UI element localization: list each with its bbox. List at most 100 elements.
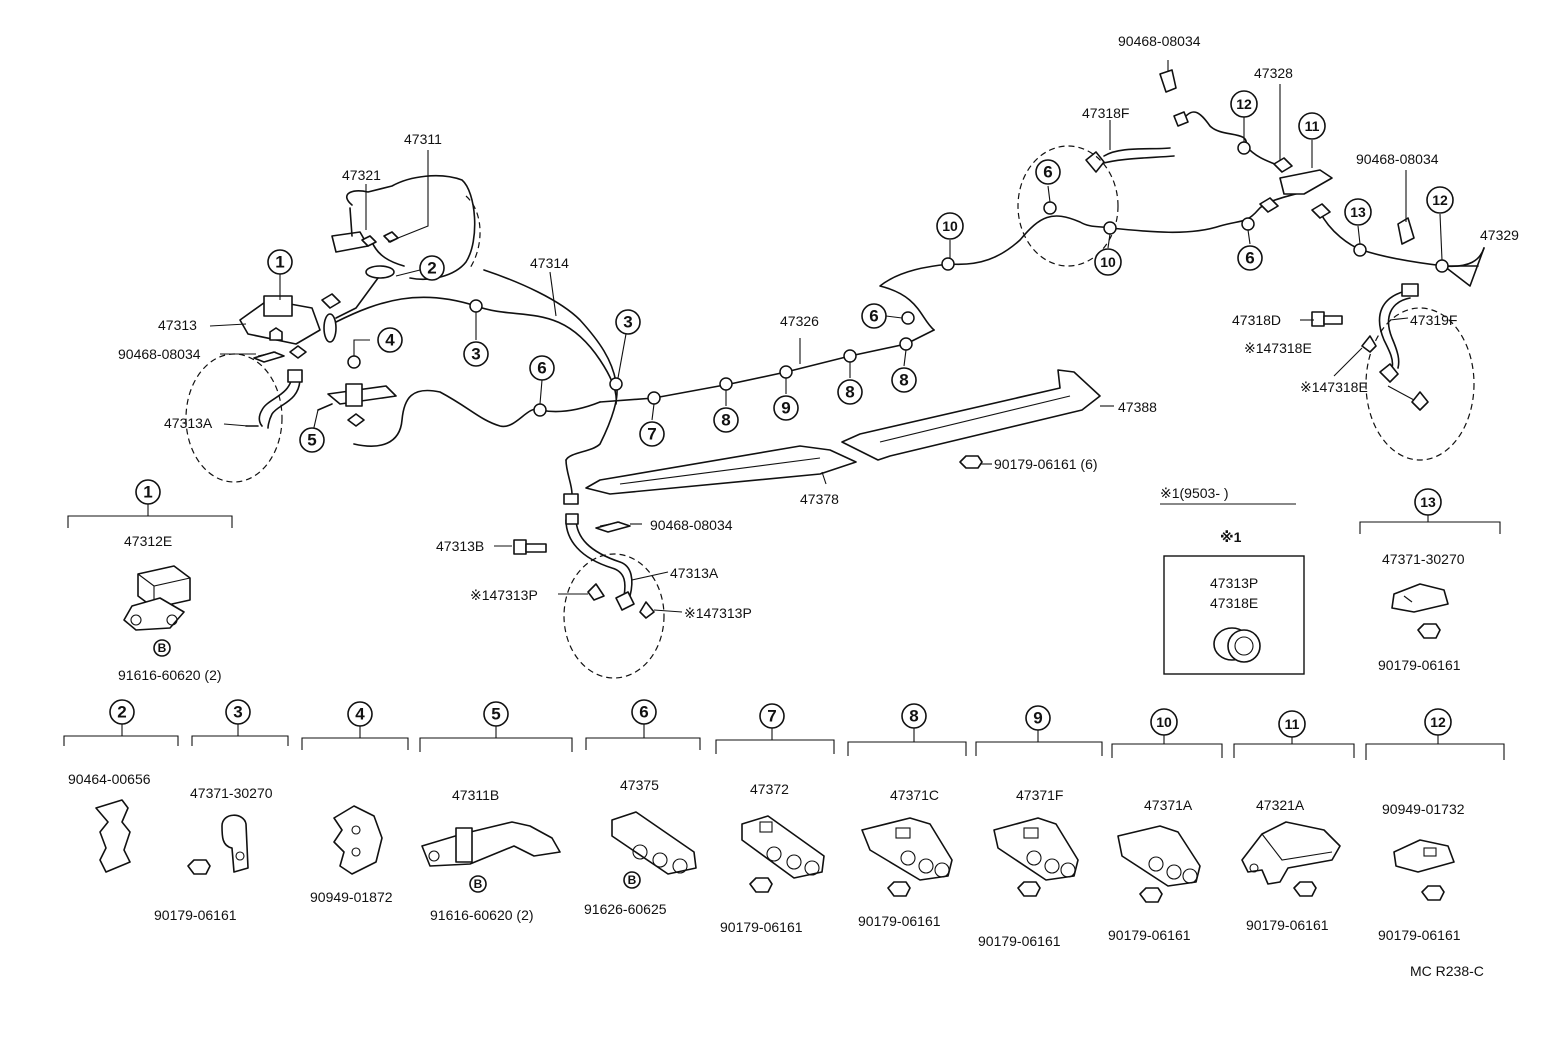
svg-text:5: 5 <box>307 431 316 450</box>
detail-6: 6 47375 B 91626-60625 <box>584 699 701 917</box>
svg-text:6: 6 <box>537 359 546 378</box>
detail-11-bottom: 90179-06161 <box>1246 917 1329 933</box>
callout-4: 4 <box>377 327 403 353</box>
detail-5-bottom: 91616-60620 (2) <box>430 907 534 923</box>
svg-text:1: 1 <box>143 483 152 502</box>
svg-text:10: 10 <box>1156 714 1172 730</box>
callout-5: 5 <box>299 427 325 453</box>
svg-text:8: 8 <box>721 411 730 430</box>
label-47378: 47378 <box>800 491 839 507</box>
detail-13-top: 47371-30270 <box>1382 551 1465 567</box>
svg-text:2: 2 <box>427 259 436 278</box>
label-47311: 47311 <box>404 131 442 147</box>
callout-12-a: 12 <box>1230 90 1258 118</box>
diagram-reference-code: MC R238-C <box>1410 963 1484 979</box>
rear-right-flex-hose <box>1361 283 1475 461</box>
main-assembly <box>185 69 1485 679</box>
label-90179-6: 90179-06161 (6) <box>994 456 1098 472</box>
detail-3-bottom: 90179-06161 <box>154 907 237 923</box>
detail-10-top: 47371A <box>1144 797 1193 813</box>
callout-6-b: 6 <box>861 303 887 329</box>
detail-7: 7 47372 90179-06161 <box>715 703 835 935</box>
label-47318E-a: ※147318E <box>1244 340 1312 356</box>
note-section: ※1(9503- ) ※1 47313P 47318E <box>1160 485 1305 675</box>
master-cylinder <box>331 174 481 319</box>
label-47313P-left: ※147313P <box>470 587 538 603</box>
label-47313A-left: 47313A <box>164 415 213 431</box>
callout-6-d: 6 <box>1237 245 1263 271</box>
callout-3-a: 3 <box>463 341 489 367</box>
svg-text:11: 11 <box>1305 118 1320 134</box>
svg-text:13: 13 <box>1350 204 1366 220</box>
svg-text:8: 8 <box>909 707 918 726</box>
svg-text:4: 4 <box>355 705 365 724</box>
detail-10-bottom: 90179-06161 <box>1108 927 1191 943</box>
callout-13-a: 13 <box>1344 198 1372 226</box>
label-90468-left: 90468-08034 <box>118 346 201 362</box>
svg-text:2: 2 <box>117 703 126 722</box>
detail-1-bottom: 91616-60620 (2) <box>118 667 222 683</box>
detail-12: 12 90949-01732 90179-06161 <box>1365 708 1505 943</box>
svg-text:10: 10 <box>1100 254 1116 270</box>
svg-text:7: 7 <box>767 707 776 726</box>
label-90468-center: 90468-08034 <box>650 517 733 533</box>
svg-text:5: 5 <box>491 705 500 724</box>
callouts: 1 2 4 5 3 3 6 7 8 9 8 8 6 10 6 10 6 12 1… <box>267 90 1454 453</box>
detail-8-bottom: 90179-06161 <box>858 913 941 929</box>
detail-4: 4 90949-01872 <box>301 701 409 905</box>
label-47313: 47313 <box>158 317 197 333</box>
clip-90468-right <box>1397 217 1415 245</box>
svg-text:3: 3 <box>623 313 632 332</box>
svg-text:12: 12 <box>1430 714 1446 730</box>
leader-lines <box>209 60 1443 613</box>
callout-9: 9 <box>773 395 799 421</box>
svg-text:B: B <box>628 873 637 887</box>
svg-text:7: 7 <box>647 425 656 444</box>
callout-8-a: 8 <box>713 407 739 433</box>
callout-11-a: 11 <box>1298 112 1326 140</box>
svg-text:12: 12 <box>1432 192 1448 208</box>
label-90468-right: 90468-08034 <box>1356 151 1439 167</box>
svg-text:B: B <box>158 641 167 655</box>
label-47313B: 47313B <box>436 538 484 554</box>
detail-9: 9 47371F 90179-06161 <box>975 705 1103 949</box>
svg-text:4: 4 <box>385 331 395 350</box>
svg-text:6: 6 <box>1245 249 1254 268</box>
label-47318E-b: ※147318E <box>1300 379 1368 395</box>
detail-4-bottom: 90949-01872 <box>310 889 393 905</box>
detail-11-top: 47321A <box>1256 797 1305 813</box>
plate-47378 <box>585 445 857 495</box>
note-line2: 47318E <box>1210 595 1258 611</box>
rear-center-hose <box>563 459 665 679</box>
svg-text:6: 6 <box>1043 163 1052 182</box>
clip-90468-center <box>595 521 631 533</box>
note-header: ※1(9503- ) <box>1160 485 1229 501</box>
callout-8-b: 8 <box>837 379 863 405</box>
detail-2-top: 90464-00656 <box>68 771 151 787</box>
part-labels: 47311 47321 47314 47313 90468-08034 4731… <box>118 33 1519 621</box>
detail-8: 8 47371C 90179-06161 <box>847 703 967 929</box>
label-47321: 47321 <box>342 167 381 183</box>
detail-11: 11 47321A 90179-06161 <box>1233 710 1355 933</box>
grommet-90179 <box>959 455 983 469</box>
plate-47388 <box>841 369 1101 461</box>
bolt-47318D <box>1311 311 1343 327</box>
callout-6-a: 6 <box>529 355 555 381</box>
svg-text:B: B <box>474 877 483 891</box>
svg-text:3: 3 <box>471 345 480 364</box>
detail-5-top: 47311B <box>452 787 499 803</box>
label-47329: 47329 <box>1480 227 1519 243</box>
label-47313A-center: 47313A <box>670 565 719 581</box>
svg-text:8: 8 <box>899 371 908 390</box>
label-90468-top: 90468-08034 <box>1118 33 1201 49</box>
label-47314: 47314 <box>530 255 569 271</box>
detail-9-bottom: 90179-06161 <box>978 933 1061 949</box>
svg-text:6: 6 <box>639 703 648 722</box>
label-47313P-right: ※147313P <box>684 605 752 621</box>
detail-1-top: 47312E <box>124 533 172 549</box>
double-ring-clip <box>1213 627 1261 663</box>
svg-text:8: 8 <box>845 383 854 402</box>
label-47388: 47388 <box>1118 399 1157 415</box>
detail-7-bottom: 90179-06161 <box>720 919 803 935</box>
detail-9-top: 47371F <box>1016 787 1063 803</box>
